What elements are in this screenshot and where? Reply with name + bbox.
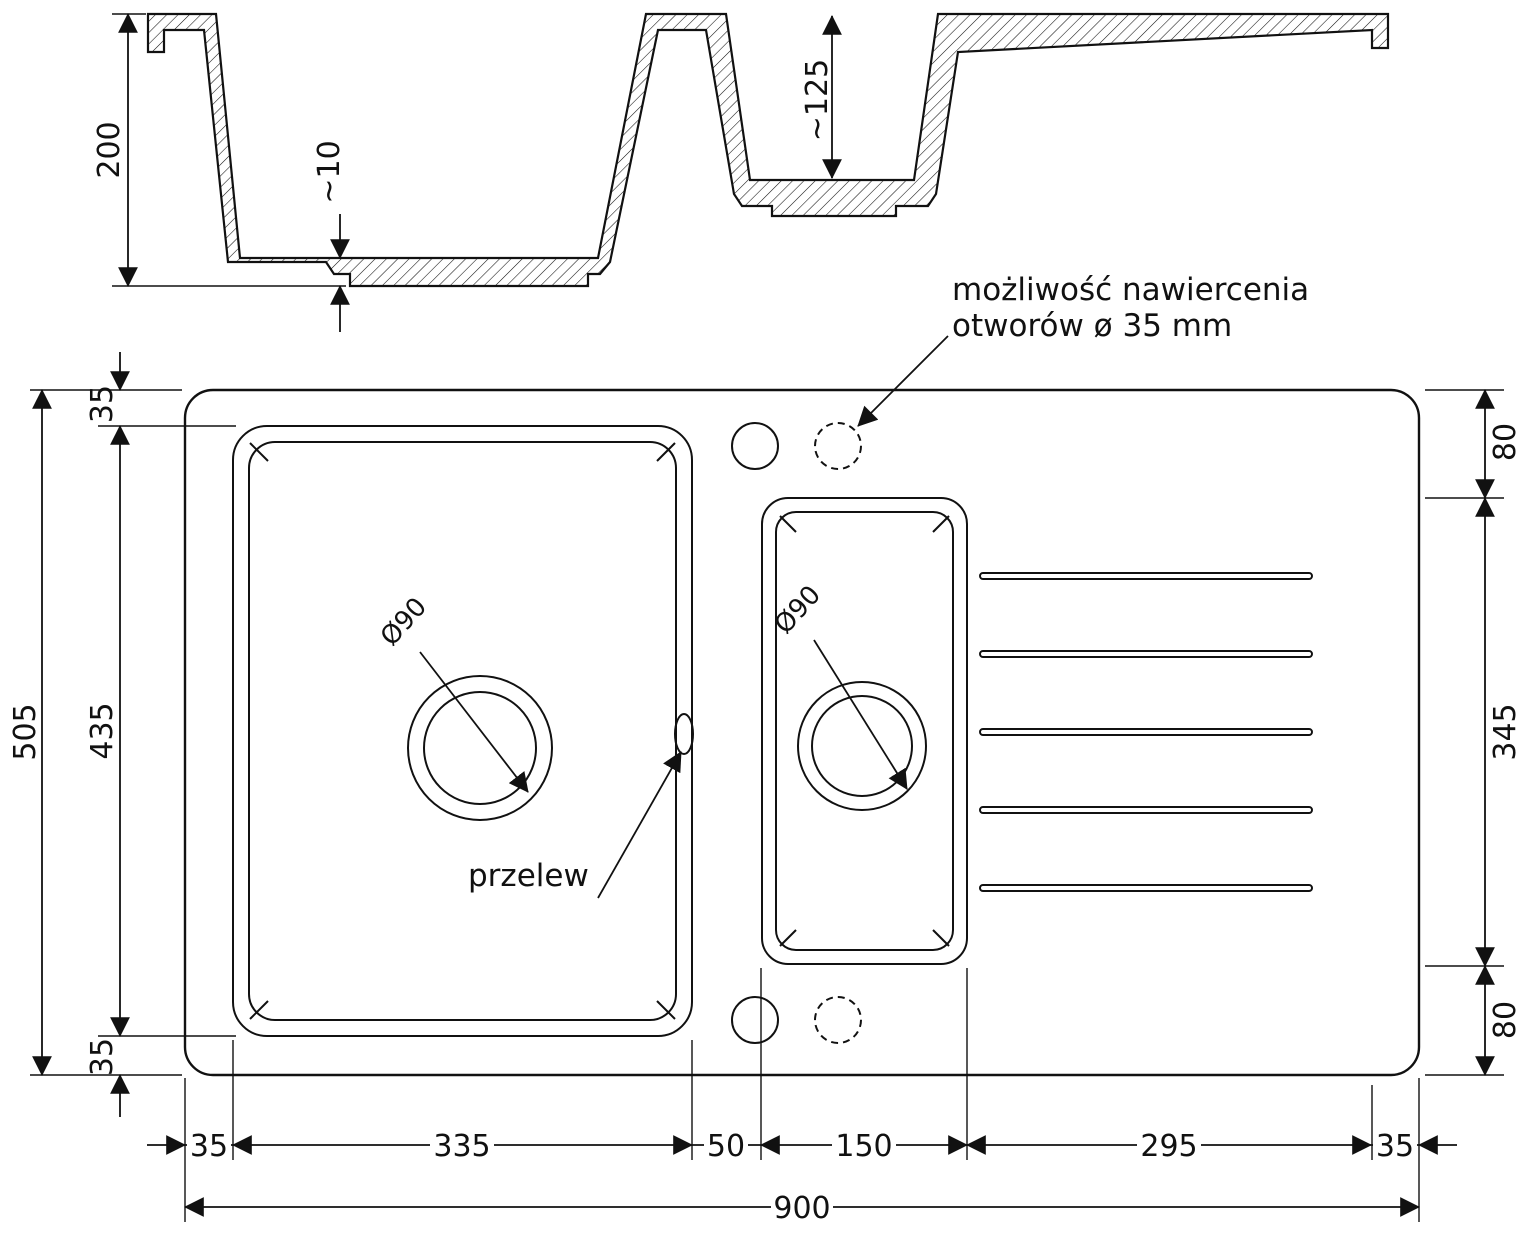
large-drain-diameter-label: Ø90 <box>375 592 433 652</box>
dim-overall-height: 505 <box>8 703 43 760</box>
sink-outline <box>183 388 1421 1077</box>
section-dim-depth: 200 <box>92 13 346 287</box>
drilling-note-line2: otworów ø 35 mm <box>952 308 1232 344</box>
section-dim-small-bowl-depth: ~125 <box>800 15 842 179</box>
dim-right-middle: 345 <box>1488 703 1523 760</box>
dim-left-top: 35 <box>85 385 120 423</box>
faucet-holes <box>731 422 862 1044</box>
drilling-note: możliwość nawiercenia otworów ø 35 mm <box>857 272 1309 427</box>
dim-right-bottom: 80 <box>1488 1001 1523 1039</box>
overflow-label: przelew <box>468 858 589 894</box>
small-drain-inner <box>811 695 913 797</box>
dims-left: 505 35 435 35 <box>8 352 236 1117</box>
dim-right-top: 80 <box>1488 423 1523 461</box>
overflow-annotation: przelew <box>468 751 682 899</box>
dim-bottom-seg-1: 35 <box>190 1129 228 1164</box>
drainer-grooves <box>979 572 1313 892</box>
optional-hole-bottom <box>814 996 862 1044</box>
dim-bottom-seg-6: 35 <box>1376 1129 1414 1164</box>
small-bowl: Ø90 <box>761 497 968 965</box>
dim-bottom-seg-5: 295 <box>1140 1129 1197 1164</box>
plan-view: Ø90 Ø90 <box>183 272 1421 1077</box>
section-view: 200 ~10 ~125 <box>92 12 1390 332</box>
small-drain-outer <box>797 681 927 811</box>
dim-overall-width: 900 <box>773 1191 830 1226</box>
faucet-hole-top <box>731 422 779 470</box>
dims-bottom: 35 335 50 150 295 35 900 <box>147 968 1457 1226</box>
plan-dimensions: 505 35 435 35 80 345 80 <box>8 352 1523 1226</box>
section-bottom-thickness-label: ~10 <box>312 140 347 203</box>
large-drain-outer <box>407 675 553 821</box>
large-drain-inner <box>423 691 537 805</box>
small-drain-diameter-label: Ø90 <box>769 580 827 640</box>
section-small-bowl-depth-label: ~125 <box>800 59 835 141</box>
section-depth-label: 200 <box>92 121 127 178</box>
large-bowl: Ø90 <box>232 425 694 1037</box>
dim-bottom-seg-2: 335 <box>433 1129 490 1164</box>
overflow-slot <box>674 713 694 755</box>
dims-right: 80 345 80 <box>1425 389 1523 1076</box>
section-dim-bottom-thickness: ~10 <box>312 140 350 332</box>
optional-hole-top <box>814 422 862 470</box>
dim-bottom-seg-3: 50 <box>707 1129 745 1164</box>
dim-bottom-seg-4: 150 <box>835 1129 892 1164</box>
dim-left-bottom: 35 <box>85 1038 120 1076</box>
dim-left-middle: 435 <box>85 702 120 759</box>
section-profile <box>146 12 1390 288</box>
faucet-hole-bottom <box>731 996 779 1044</box>
drilling-note-line1: możliwość nawiercenia <box>952 272 1309 308</box>
